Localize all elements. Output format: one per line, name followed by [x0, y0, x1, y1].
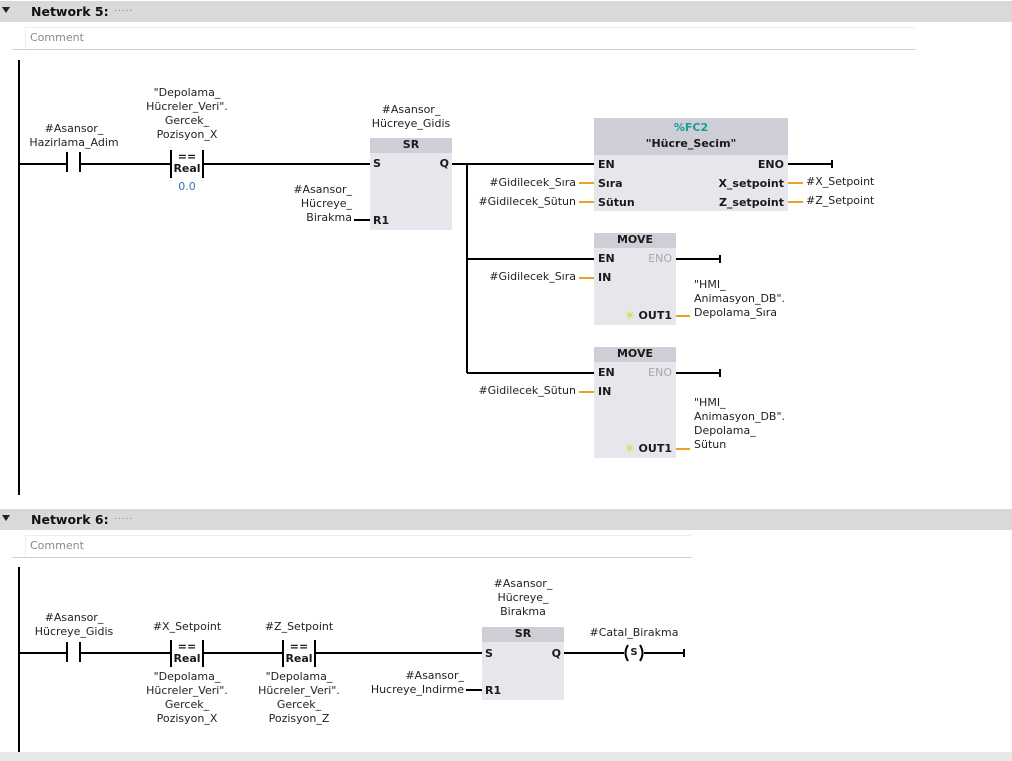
sr-pin-q: Q — [551, 647, 561, 660]
network-title: Network 5: — [31, 4, 109, 19]
move-pin-out1: ✳OUT1 — [625, 309, 672, 322]
contact-operand[interactable]: #Asansor_ Hücreye_Gidis — [34, 611, 114, 638]
network-title-placeholder[interactable]: ..... — [114, 4, 134, 14]
sr-r1-operand[interactable]: #Asansor_ Hucreye_Indirme — [370, 669, 464, 696]
comment-divider — [12, 49, 916, 50]
fc-block-header: %FC2 "Hücre_Secim" — [594, 118, 788, 155]
collapse-triangle-icon[interactable] — [2, 515, 10, 521]
move-pin-out1: ✳OUT1 — [625, 442, 672, 455]
sr-pin-r1: R1 — [485, 684, 502, 697]
move-block-title: MOVE — [594, 233, 676, 248]
fc-pin-sutun: Sütun — [598, 196, 635, 209]
sr-instance-name[interactable]: #Asansor_ Hücreye_Gidis — [371, 103, 451, 130]
fc-output-operand-x[interactable]: #X_Setpoint — [806, 175, 875, 188]
set-coil[interactable]: S — [630, 647, 638, 658]
fc-pin-sira: Sıra — [598, 177, 623, 190]
collapse-triangle-icon[interactable] — [2, 7, 10, 13]
sr-block-title: SR — [370, 138, 452, 153]
compare-instruction[interactable]: == Real — [173, 640, 201, 665]
add-output-star-icon[interactable]: ✳ — [625, 442, 635, 455]
sr-pin-q: Q — [439, 157, 449, 170]
network-title: Network 6: — [31, 512, 109, 527]
compare-operand-top[interactable]: #Z_Setpoint — [264, 620, 334, 633]
move-block-1[interactable]: MOVE EN ENO IN ✳OUT1 — [594, 233, 676, 325]
move-pin-eno: ENO — [648, 252, 672, 265]
move-block-title: MOVE — [594, 347, 676, 362]
coil-operand[interactable]: #Catal_Birakma — [589, 626, 679, 639]
compare-operand-bottom[interactable]: "Depolama_ Hücreler_Veri". Gercek_ Pozis… — [146, 670, 228, 725]
comment-placeholder: Comment — [30, 539, 84, 552]
move-pin-in: IN — [598, 385, 612, 398]
move-out-operand[interactable]: "HMI_ Animasyon_DB". Depolama_Sıra — [694, 278, 786, 319]
sr-r1-operand[interactable]: #Asansor_ Hücreye_ Birakma — [293, 183, 352, 224]
compare-operand-bottom[interactable]: 0.0 — [178, 180, 196, 193]
fc-pin-x-setpoint: X_setpoint — [718, 177, 784, 190]
fc-pin-z-setpoint: Z_setpoint — [718, 196, 784, 209]
fc-input-operand-sutun[interactable]: #Gidilecek_Sütun — [478, 195, 576, 208]
network-6-comment-field[interactable]: Comment — [25, 535, 692, 557]
fc-pin-eno: ENO — [757, 158, 784, 171]
compare-operand-bottom[interactable]: "Depolama_ Hücreler_Veri". Gercek_ Pozis… — [258, 670, 340, 725]
compare-instruction[interactable]: == Real — [173, 150, 201, 175]
comment-divider — [12, 557, 692, 558]
fc-pin-en: EN — [598, 158, 615, 171]
add-output-star-icon[interactable]: ✳ — [625, 309, 635, 322]
fc-output-operand-z[interactable]: #Z_Setpoint — [806, 194, 875, 207]
network-6-header[interactable]: Network 6: ..... — [0, 509, 1012, 530]
move-in-operand[interactable]: #Gidilecek_Sütun — [478, 384, 576, 397]
fc-name: "Hücre_Secim" — [645, 137, 737, 150]
coil-left-paren — [624, 644, 629, 662]
sr-pin-r1: R1 — [373, 214, 390, 227]
move-in-operand[interactable]: #Gidilecek_Sıra — [489, 270, 576, 283]
fc-input-operand-sira[interactable]: #Gidilecek_Sıra — [489, 176, 576, 189]
move-pin-en: EN — [598, 366, 615, 379]
comment-placeholder: Comment — [30, 31, 84, 44]
sr-block[interactable]: SR S Q R1 — [482, 627, 564, 700]
move-out-operand[interactable]: "HMI_ Animasyon_DB". Depolama_ Sütun — [694, 396, 786, 451]
sr-block[interactable]: SR S Q R1 — [370, 138, 452, 230]
sr-instance-name[interactable]: #Asansor_ Hücreye_ Birakma — [493, 577, 553, 618]
compare-operand-top[interactable]: #X_Setpoint — [152, 620, 222, 633]
compare-operand-top[interactable]: "Depolama_ Hücreler_Veri". Gercek_ Pozis… — [146, 86, 228, 141]
move-pin-en: EN — [598, 252, 615, 265]
move-pin-eno: ENO — [648, 366, 672, 379]
compare-instruction[interactable]: == Real — [285, 640, 313, 665]
editor-bottom-strip — [0, 752, 1012, 761]
move-pin-in: IN — [598, 271, 612, 284]
network-5-comment-field[interactable]: Comment — [25, 27, 915, 49]
coil-right-paren — [639, 644, 644, 662]
fc-number: %FC2 — [673, 121, 709, 134]
network-title-placeholder[interactable]: ..... — [114, 512, 134, 522]
sr-pin-s: S — [485, 647, 493, 660]
sr-block-title: SR — [482, 627, 564, 642]
move-block-2[interactable]: MOVE EN ENO IN ✳OUT1 — [594, 347, 676, 458]
fc-block-hucre-secim[interactable]: %FC2 "Hücre_Secim" EN ENO Sıra Sütun X_s… — [594, 118, 788, 211]
sr-pin-s: S — [373, 157, 381, 170]
network-5-header[interactable]: Network 5: ..... — [0, 1, 1012, 22]
contact-operand[interactable]: #Asansor_ Hazirlama_Adim — [29, 122, 119, 149]
